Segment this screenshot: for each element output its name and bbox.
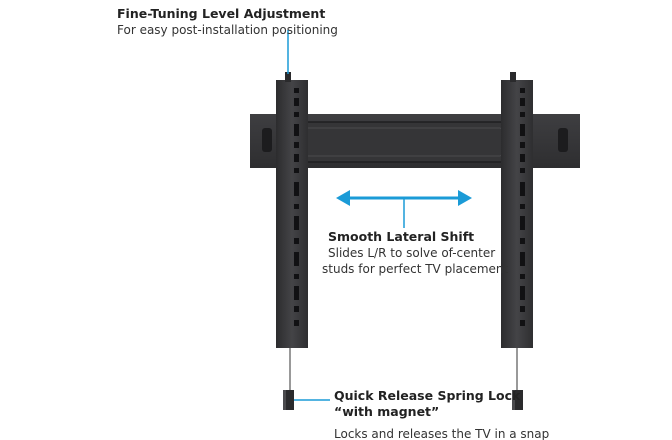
spring-lock-annotation: Quick Release Spring Lock “with magnet” …: [334, 388, 549, 440]
spring-lock-title-line2: “with magnet”: [334, 404, 440, 419]
lateral-shift-title: Smooth Lateral Shift: [328, 229, 475, 244]
left-vertical-arm: [276, 72, 308, 410]
right-vertical-arm: [501, 72, 533, 410]
fine-tuning-annotation: Fine-Tuning Level Adjustment For easy po…: [117, 6, 338, 38]
lateral-shift-desc-line2: studs for perfect TV placement: [322, 262, 509, 276]
spring-lock-title-line1: Quick Release Spring Lock: [334, 388, 521, 403]
fine-tuning-desc: For easy post-installation positioning: [117, 23, 338, 37]
spring-lock-desc: Locks and releases the TV in a snap: [334, 427, 550, 440]
lateral-shift-annotation: Smooth Lateral Shift Slides L/R to solve…: [322, 229, 509, 277]
fine-tuning-title: Fine-Tuning Level Adjustment: [117, 6, 326, 21]
lateral-shift-desc-line1: Slides L/R to solve of-center: [328, 246, 496, 260]
double-arrow-horizontal-icon: [336, 190, 472, 228]
